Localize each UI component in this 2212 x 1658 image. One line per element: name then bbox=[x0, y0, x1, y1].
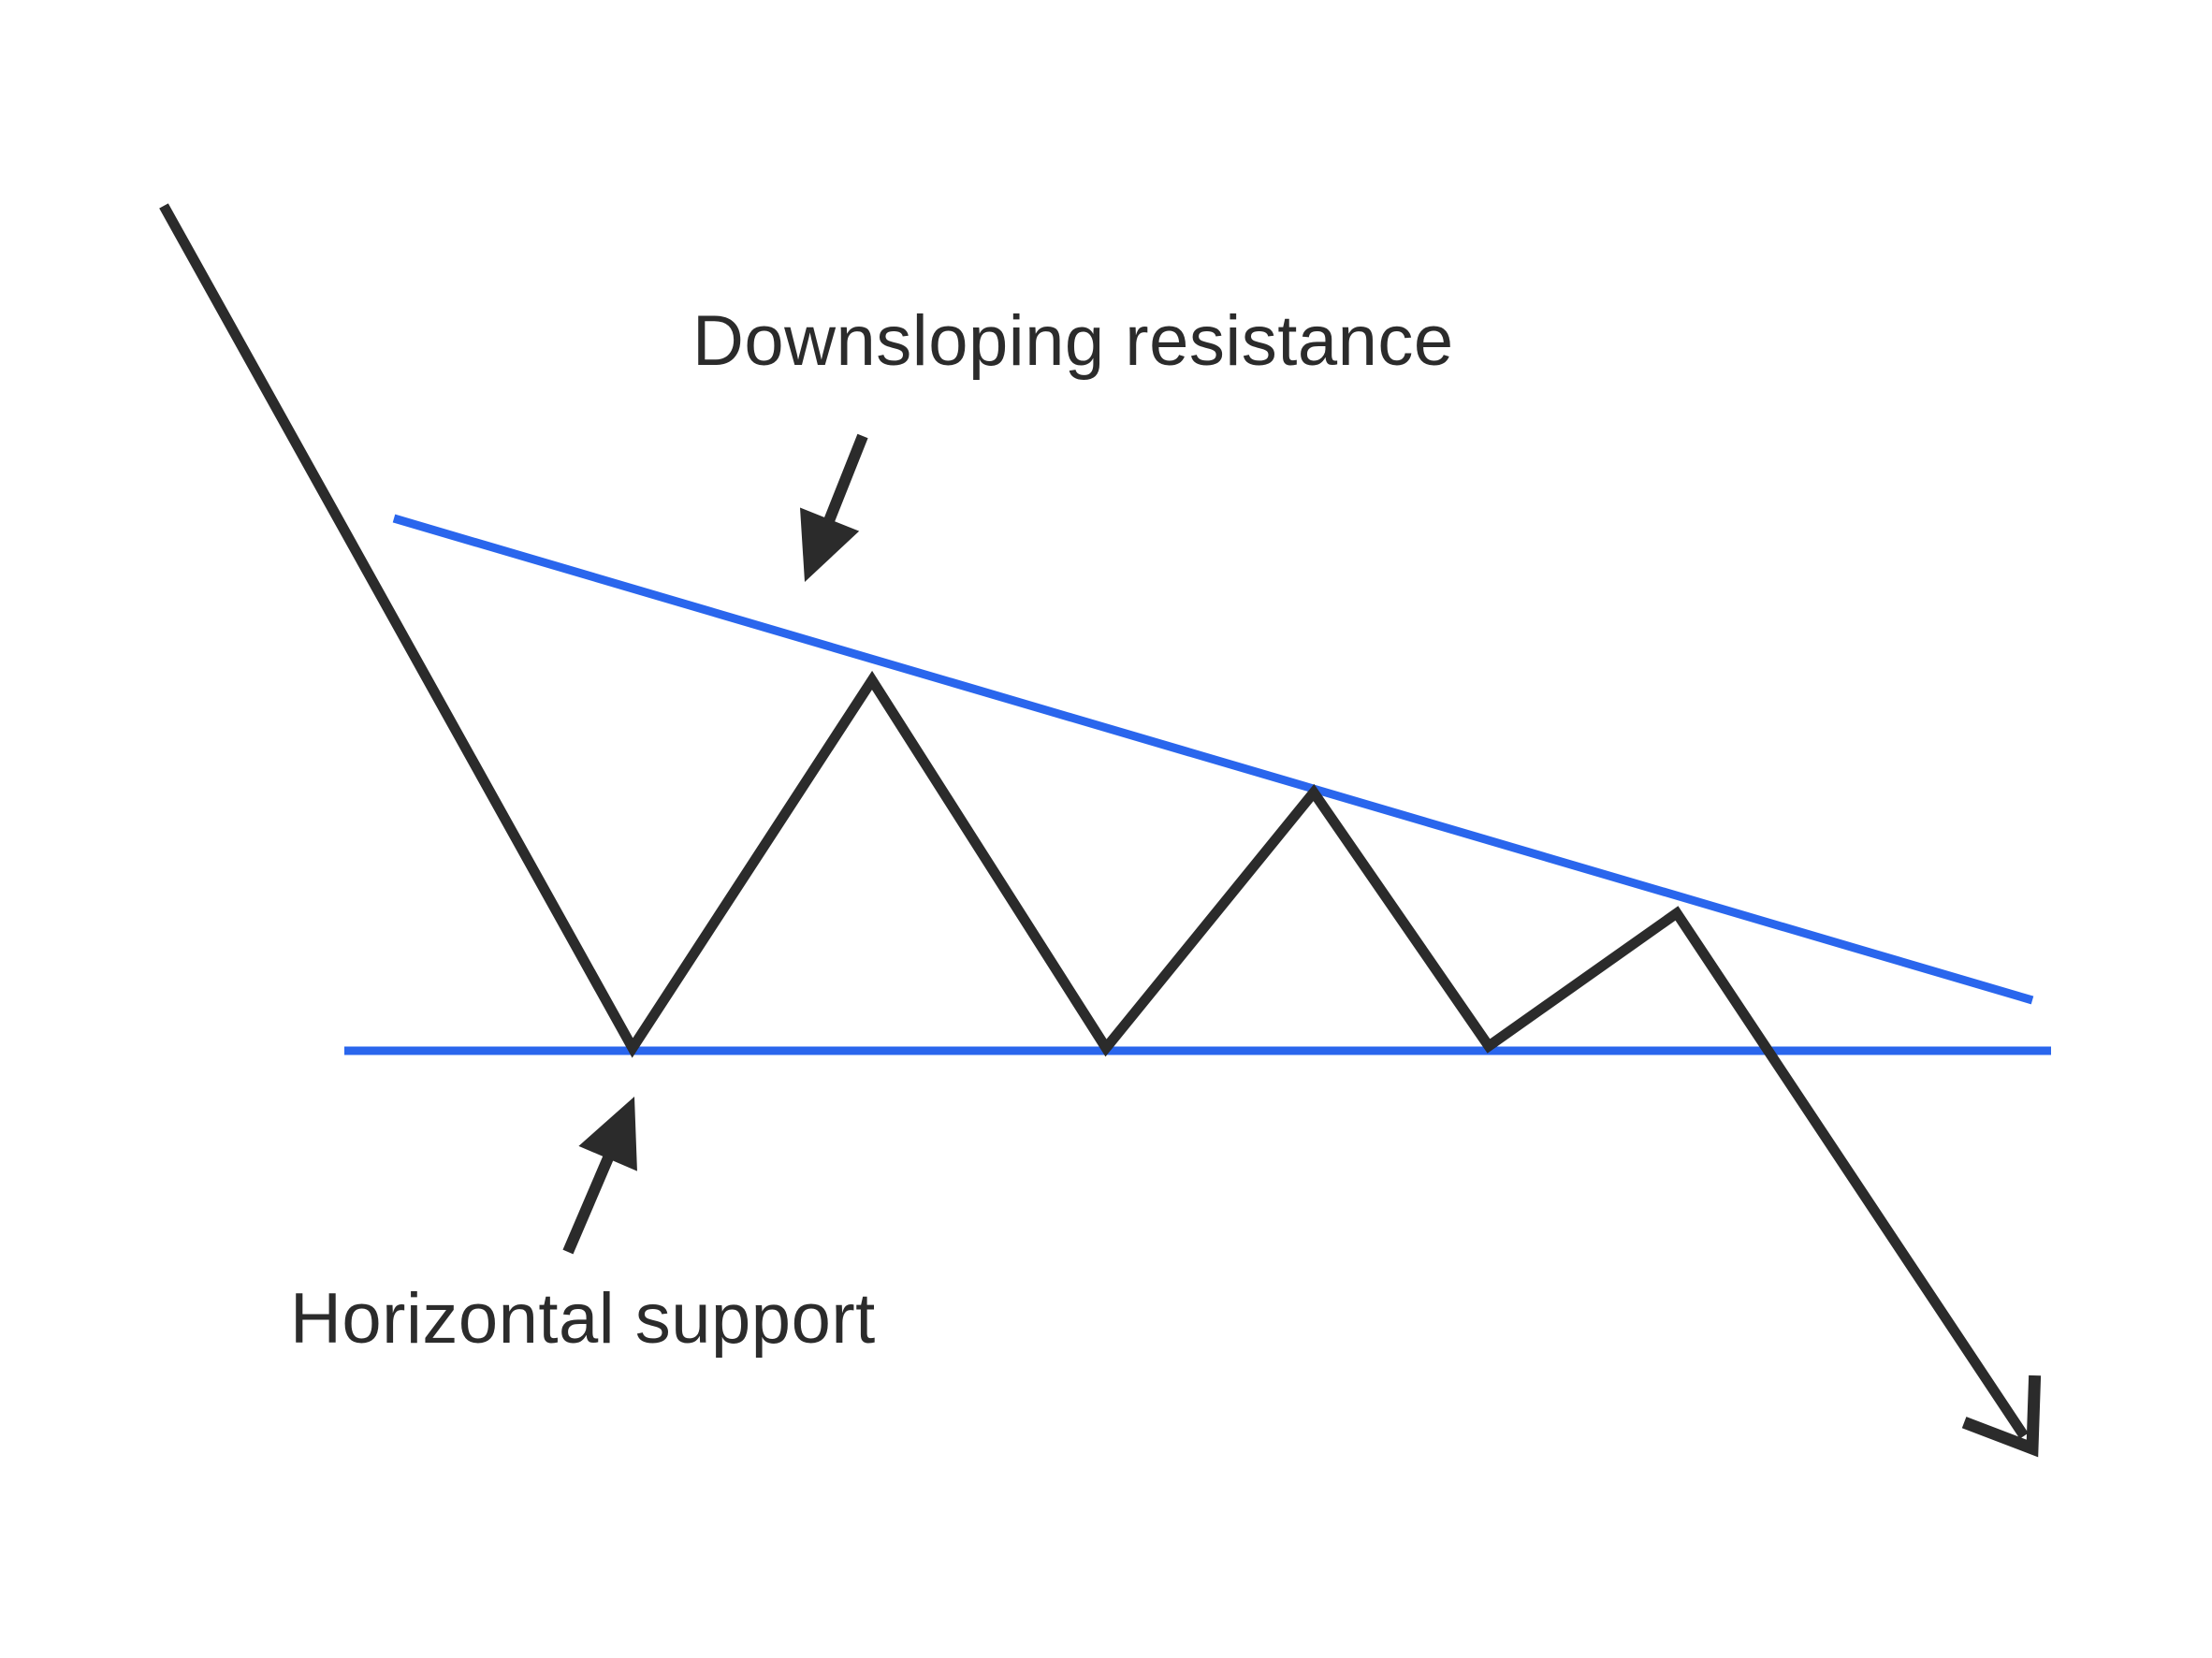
resistance-pointer-arrowhead-icon bbox=[799, 507, 860, 582]
breakdown-arrow-head-icon bbox=[1961, 1374, 2042, 1458]
downsloping-resistance-label: Downsloping resistance bbox=[692, 301, 1454, 381]
support-pointer-arrowhead-icon bbox=[578, 1097, 637, 1171]
support-pointer-shaft bbox=[562, 1151, 616, 1255]
downsloping-resistance-line bbox=[392, 514, 2034, 1005]
horizontal-support-label: Horizontal support bbox=[290, 1279, 876, 1359]
resistance-pointer-shaft bbox=[822, 433, 868, 527]
price-action-zigzag bbox=[159, 203, 2029, 1439]
